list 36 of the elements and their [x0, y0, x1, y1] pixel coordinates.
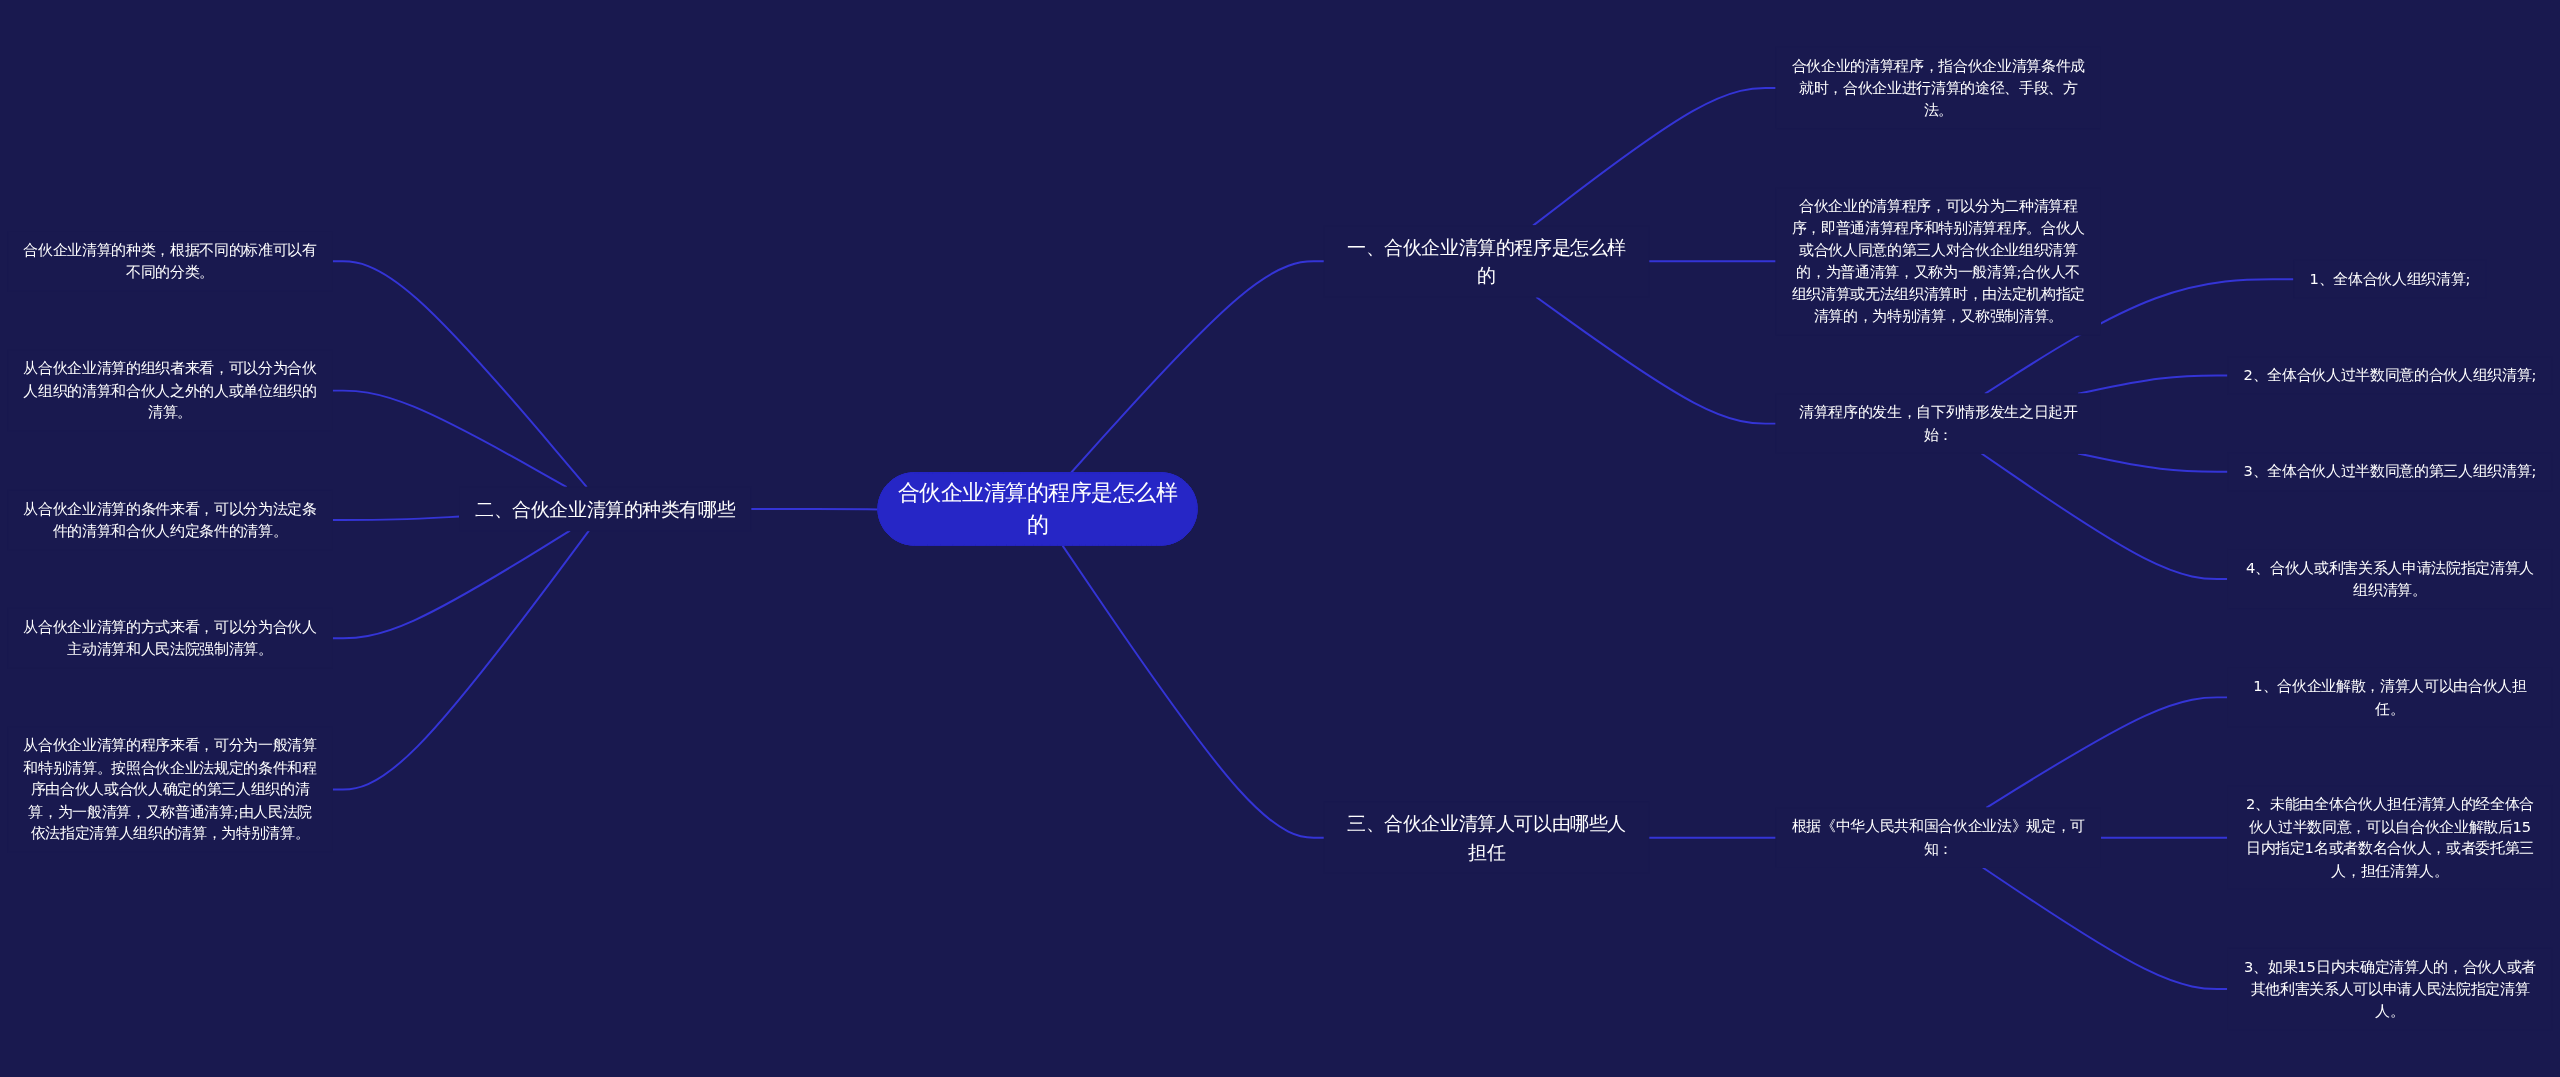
connector: [331, 529, 590, 791]
connector: [1535, 296, 1777, 425]
node-text: 从合伙企业清算的条件来看，可以分为法定条件的清算和合伙人约定条件的清算。: [23, 499, 317, 540]
connector: [1647, 260, 1777, 263]
node-text: 从合伙企业清算的程序来看，可分为一般清算和特别清算。按照合伙企业法规定的条件和程序由合伙人或合伙人确定的第三人组织的清算，为一般清算，又称普通清算;由人民法院依法指定清算人组织的清算，为特别清算。: [23, 736, 317, 843]
connector: [331, 389, 568, 489]
connector: [2077, 452, 2229, 473]
connector: [331, 529, 571, 640]
node-text: 从合伙企业清算的方式来看，可以分为合伙人主动清算和人民法院强制清算。: [23, 618, 317, 658]
connector: [331, 515, 461, 521]
node-text: 4、合伙人或利害关系人申请法院指定清算人组织清算。: [2245, 559, 2534, 599]
connector: [1981, 866, 2229, 990]
node-text: 二、合伙企业清算的种类有哪些: [475, 497, 736, 520]
connector: [1061, 544, 1326, 839]
node-text: 3、如果15日内未确定清算人的，合伙人或者其他利害关系人可以申请人民法院指定清算人。: [2243, 957, 2536, 1020]
node-text: 根据《中华人民共和国合伙企业法》规定，可知：: [1791, 817, 2085, 858]
connector: [1647, 836, 1777, 839]
node-text: 从合伙企业清算的组织者来看，可以分为合伙人组织的清算和合伙人之外的人或单位组织的清算。: [23, 359, 317, 422]
node-text: 3、全体合伙人过半数同意的第三人组织清算;: [2243, 462, 2537, 481]
node-text: 合伙企业的清算程序，指合伙企业清算条件成就时，合伙企业进行清算的途径、手段、方法。: [1791, 57, 2085, 119]
node-text: 合伙企业清算的种类，根据不同的标准可以有不同的分类。: [23, 241, 317, 281]
connector: [1980, 452, 2229, 581]
connector: [749, 507, 880, 511]
node-text: 三、合伙企业清算人可以由哪些人担任: [1347, 812, 1626, 863]
node-text: 合伙企业的清算程序，可以分为二种清算程序，即普通清算程序和特别清算程序。合伙人或合伙人同意的第三人对合伙企业组织清算的，为普通清算，又称为一般清算;合伙人不组织清算或无法组织清算时，由法定机构指定清算的，为特别清算，又称强制清算。: [1791, 197, 2085, 325]
connector: [331, 260, 588, 489]
node-text: 2、全体合伙人过半数同意的合伙人组织清算;: [2243, 366, 2537, 385]
connector: [2099, 836, 2229, 839]
connector: [1983, 278, 2295, 395]
node-text: 2、未能由全体合伙人担任清算人的经全体合伙人过半数同意，可以自合伙企业解散后15日内指定1名或者数名合伙人，或者委托第三人，担任清算人。: [2245, 795, 2534, 880]
connector: [1985, 696, 2229, 809]
node-text: 1、合伙企业解散，清算人可以由合伙人担任。: [2253, 677, 2527, 717]
node-text: 一、合伙企业清算的程序是怎么样的: [1347, 236, 1626, 286]
connector: [1532, 87, 1777, 227]
node-text: 清算程序的发生，自下列情形发生之日起开始：: [1798, 403, 2078, 444]
node-text: 1、全体合伙人组织清算;: [2309, 270, 2471, 288]
